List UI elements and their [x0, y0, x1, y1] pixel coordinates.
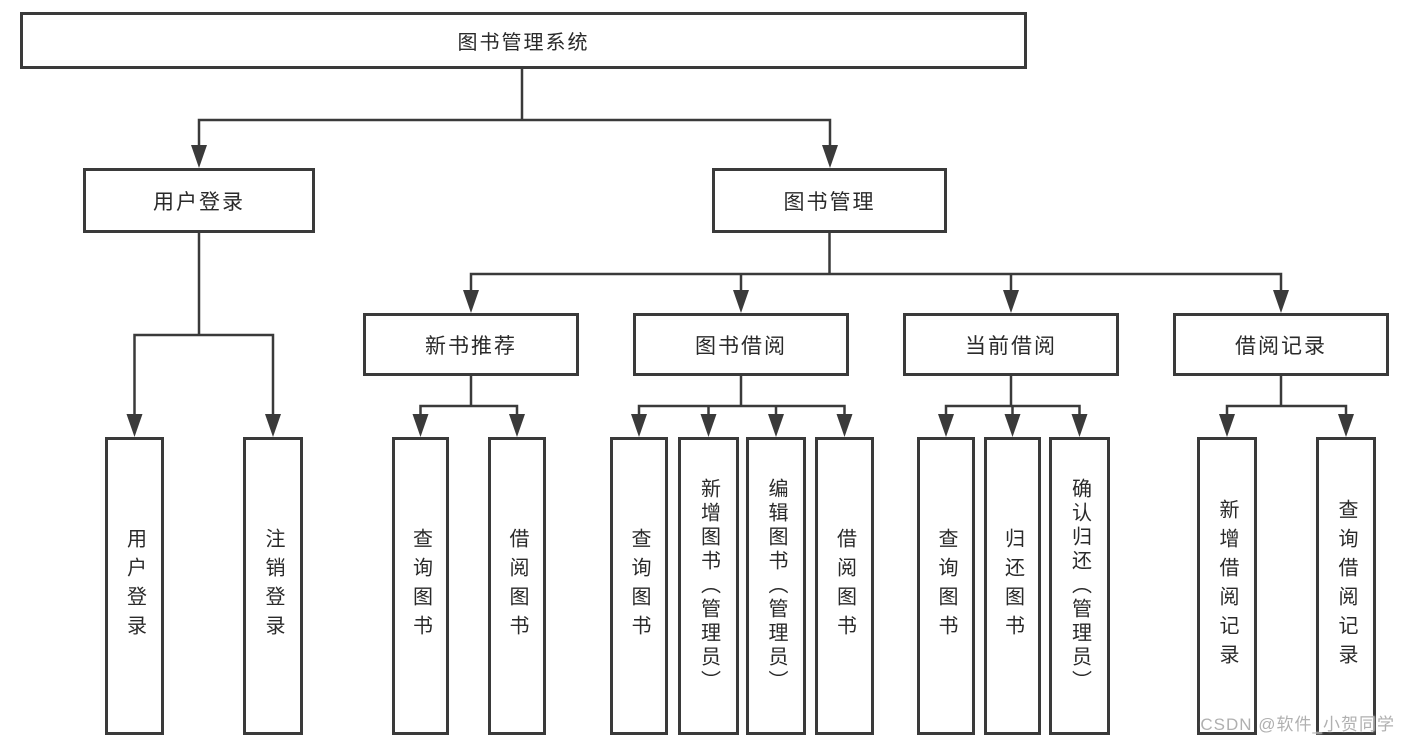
leaf-label: 编辑图书（管理员）	[765, 478, 787, 694]
node-book-management: 图书管理	[712, 168, 947, 233]
leaf-label: 查询图书	[409, 528, 432, 644]
node-current-borrowing: 当前借阅	[903, 313, 1119, 376]
edge-currentborrow-to-leaves	[938, 376, 1088, 437]
leaf-label: 用户登录	[123, 528, 146, 644]
leaf-confirm-return-admin: 确认归还（管理员）	[1049, 437, 1110, 735]
edge-userlogin-to-leaves	[126, 233, 281, 437]
leaf-logout: 注销登录	[243, 437, 303, 735]
edge-bookborrow-to-leaves	[631, 376, 853, 437]
leaf-label: 归还图书	[1001, 528, 1024, 644]
leaf-query-books-borrowing: 查询图书	[610, 437, 668, 735]
leaf-label: 新增图书（管理员）	[697, 478, 720, 694]
node-user-login: 用户登录	[83, 168, 315, 233]
node-borrowing-records: 借阅记录	[1173, 313, 1389, 376]
leaf-query-borrow-record: 查询借阅记录	[1316, 437, 1376, 735]
edge-bookmgmt-to-sections	[463, 233, 1289, 313]
leaf-label: 借阅图书	[506, 528, 528, 644]
leaf-label: 查询图书	[935, 528, 957, 644]
leaf-label: 查询图书	[628, 528, 650, 644]
leaf-user-login: 用户登录	[105, 437, 164, 735]
edge-borrowrecords-to-leaves	[1219, 376, 1354, 437]
csdn-watermark: CSDN @软件_小贺同学	[1200, 715, 1395, 734]
node-new-book-recommend: 新书推荐	[363, 313, 579, 376]
leaf-label: 新增借阅记录	[1216, 499, 1238, 673]
edge-newbookrec-to-leaves	[412, 376, 525, 437]
leaf-borrow-books-recommend: 借阅图书	[488, 437, 546, 735]
leaf-label: 借阅图书	[833, 528, 856, 644]
leaf-edit-book-admin: 编辑图书（管理员）	[746, 437, 806, 735]
leaf-label: 查询借阅记录	[1335, 499, 1357, 673]
edge-root-to-level1	[191, 68, 838, 168]
leaf-add-borrow-record: 新增借阅记录	[1197, 437, 1257, 735]
leaf-query-books-recommend: 查询图书	[392, 437, 449, 735]
node-library-management-system: 图书管理系统	[20, 12, 1027, 69]
leaf-add-book-admin: 新增图书（管理员）	[678, 437, 739, 735]
node-book-borrowing: 图书借阅	[633, 313, 849, 376]
leaf-return-books: 归还图书	[984, 437, 1041, 735]
leaf-query-books-current: 查询图书	[917, 437, 975, 735]
leaf-label: 确认归还（管理员）	[1068, 478, 1091, 694]
leaf-borrow-books-borrowing: 借阅图书	[815, 437, 874, 735]
leaf-label: 注销登录	[262, 528, 284, 644]
